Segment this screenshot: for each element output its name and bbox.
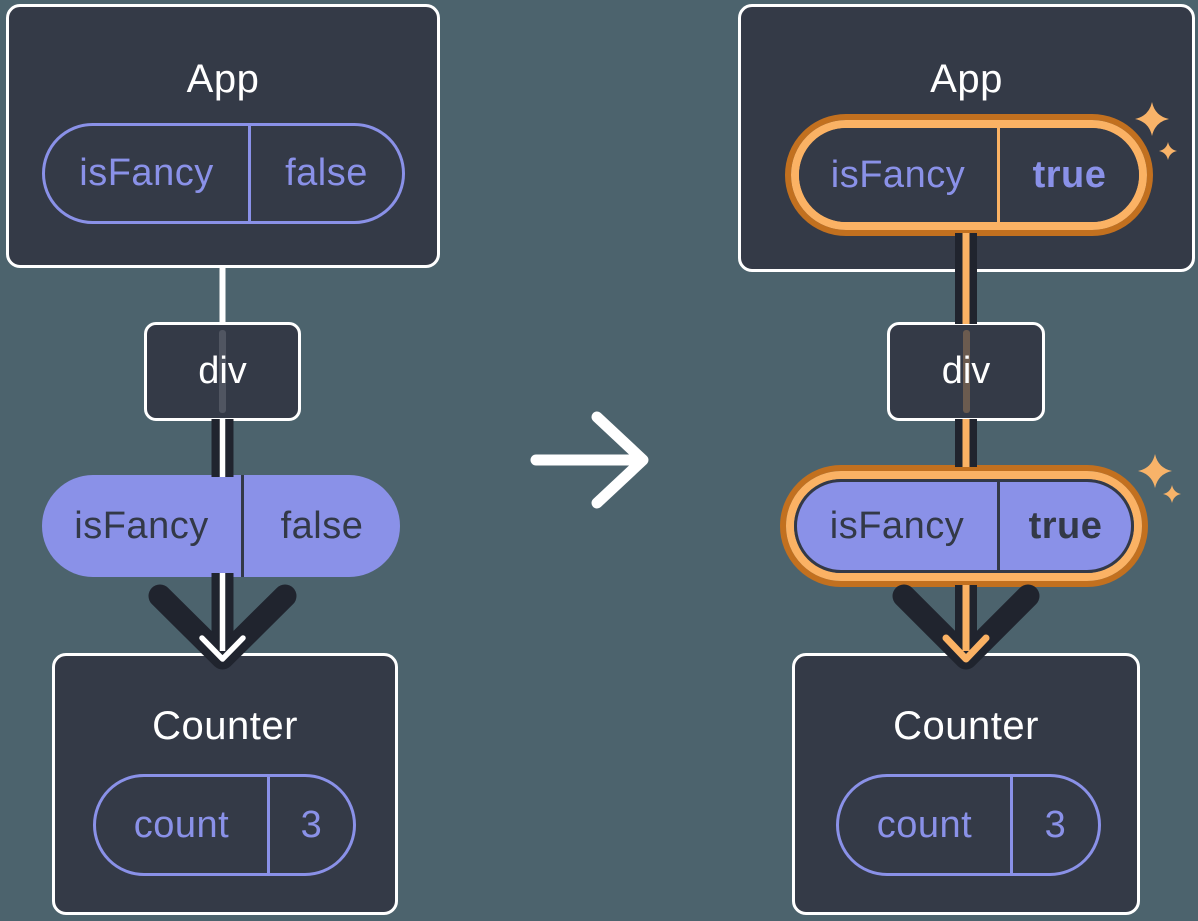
- counter-card-after: Counter count 3: [792, 653, 1140, 915]
- state-value: 3: [300, 803, 323, 846]
- prop-name: isFancy: [797, 482, 1000, 570]
- counter-state-pill-after: count 3: [836, 774, 1101, 876]
- state-value: false: [285, 152, 368, 194]
- state-name: isFancy: [45, 126, 251, 221]
- counter-state-pill-before: count 3: [93, 774, 356, 876]
- counter-title: Counter: [893, 704, 1039, 748]
- app-card-before: App isFancy false: [6, 4, 440, 268]
- app-title: App: [186, 57, 260, 101]
- arrow-chevron-after: [892, 584, 1040, 670]
- div-card-before: div: [144, 322, 301, 421]
- div-label: div: [941, 350, 991, 392]
- sparkle-icon: [1162, 484, 1182, 504]
- app-state-pill-before: isFancy false: [42, 123, 405, 224]
- prop-pill-after-highlight: isFancy true: [780, 465, 1148, 587]
- div-card-after: div: [887, 322, 1045, 421]
- pass-through-stripe: [219, 330, 226, 413]
- counter-card-before: Counter count 3: [52, 653, 398, 915]
- transition-arrow-icon: [530, 411, 649, 509]
- state-name: count: [96, 777, 270, 873]
- transition-arrow-head: [591, 411, 649, 509]
- arrow-chevron-before: [148, 584, 297, 670]
- highlight-ring: isFancy true: [791, 120, 1147, 230]
- pass-through-stripe: [962, 330, 970, 413]
- prop-value: false: [280, 504, 364, 547]
- state-value: 3: [1044, 803, 1067, 846]
- prop-pill-before: isFancy false: [42, 475, 400, 577]
- highlight-ring: isFancy true: [786, 471, 1142, 581]
- prop-pill-after: isFancy true: [794, 479, 1134, 573]
- state-value: true: [1032, 153, 1107, 196]
- prop-value: true: [1028, 504, 1103, 547]
- app-title: App: [930, 57, 1003, 101]
- app-card-after: App isFancy true: [738, 4, 1195, 272]
- state-name: count: [839, 777, 1013, 873]
- state-name: isFancy: [799, 128, 1000, 222]
- div-label: div: [198, 350, 247, 392]
- sparkle-icon: [1138, 454, 1172, 488]
- counter-title: Counter: [152, 704, 298, 748]
- app-state-pill-after-highlight: isFancy true: [785, 114, 1153, 236]
- app-state-pill-after: isFancy true: [799, 128, 1139, 222]
- prop-name: isFancy: [42, 475, 244, 577]
